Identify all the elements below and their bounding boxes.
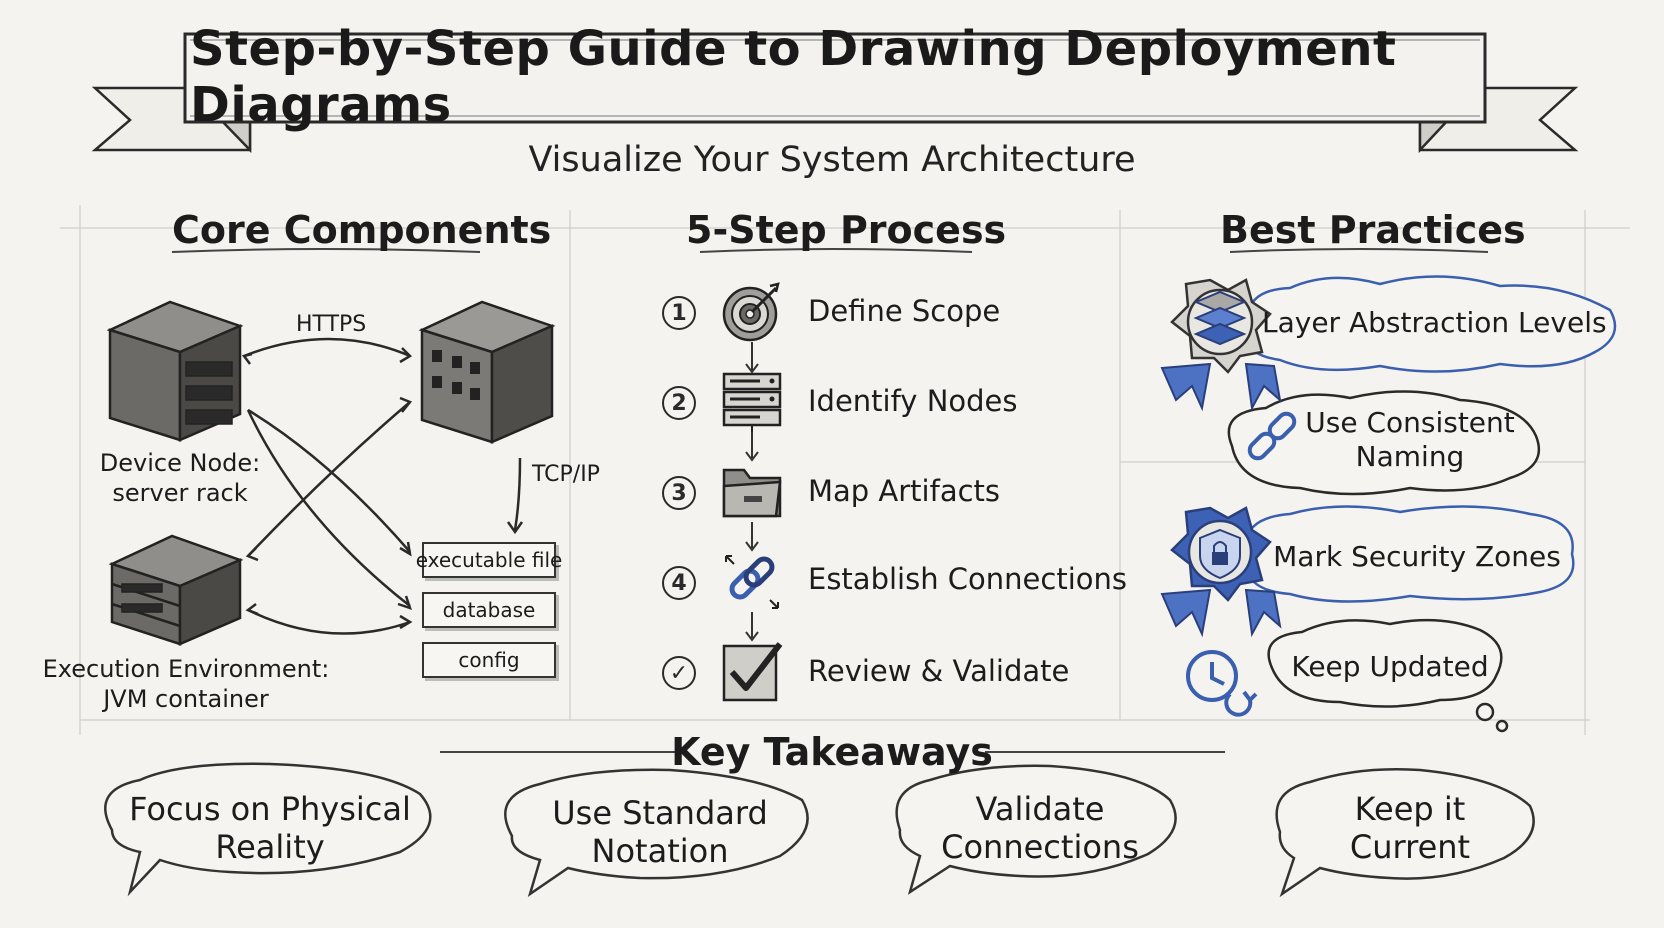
key-takeaways-heading: Key Takeaways (671, 730, 993, 774)
takeaway-1: Focus on Physical Reality (129, 790, 411, 867)
server-cube-icon (418, 300, 556, 444)
step-number-3: 3 (662, 476, 696, 510)
step-label-5: Review & Validate (808, 654, 1070, 688)
checkbox-icon (722, 642, 783, 702)
step-label-2: Identify Nodes (808, 384, 1018, 418)
best-practices-heading: Best Practices (1220, 208, 1526, 252)
artifact-config: config (422, 642, 556, 678)
takeaway-bubble-1 (104, 762, 432, 897)
step-label-4: Establish Connections (808, 562, 1127, 596)
step-label-1: Define Scope (808, 294, 1001, 328)
folder-icon (722, 468, 782, 518)
artifact-database: database (422, 592, 556, 628)
takeaway-2: Use Standard Notation (552, 794, 768, 871)
tcpip-label: TCP/IP (532, 462, 600, 487)
takeaway-bubble-2 (504, 768, 809, 898)
clock-refresh-icon (1186, 650, 1258, 717)
best-practice-3: Mark Security Zones (1273, 540, 1561, 573)
layers-badge-icon (1160, 278, 1282, 412)
device-node-server-icon (106, 300, 244, 442)
step-label-3: Map Artifacts (808, 474, 1001, 508)
link-icon (725, 555, 779, 609)
step-check-icon: ✓ (662, 656, 696, 690)
step-number-4: 4 (662, 566, 696, 600)
process-heading: 5-Step Process (686, 208, 1007, 252)
page-title: Step-by-Step Guide to Drawing Deployment… (190, 21, 1397, 133)
best-practice-1: Layer Abstraction Levels (1262, 306, 1607, 339)
device-node-label: Device Node: server rack (99, 449, 261, 507)
shield-lock-badge-icon (1160, 506, 1282, 638)
https-label: HTTPS (296, 312, 367, 337)
step-number-1: 1 (662, 296, 696, 330)
takeaway-3: Validate Connections (941, 790, 1139, 867)
takeaway-4: Keep it Current (1349, 790, 1471, 867)
https-arrow (243, 337, 411, 358)
artifact-executable-file: executable file (416, 542, 562, 578)
execution-environment-label: Execution Environment: JVM container (42, 655, 330, 713)
best-practice-4: Keep Updated (1291, 650, 1489, 683)
takeaway-bubble-4 (1275, 767, 1535, 898)
tcpip-arrow (513, 457, 522, 531)
execution-environment-icon (108, 534, 244, 646)
target-icon (722, 282, 780, 342)
core-components-heading: Core Components (172, 208, 552, 252)
server-icon (722, 372, 782, 432)
title-banner (91, 32, 1579, 154)
chain-link-icon (1247, 411, 1297, 461)
takeaway-bubble-3 (895, 764, 1177, 895)
step-number-2: 2 (662, 386, 696, 420)
best-practice-2: Use Consistent Naming (1305, 406, 1515, 473)
page-subtitle: Visualize Your System Architecture (528, 140, 1136, 180)
